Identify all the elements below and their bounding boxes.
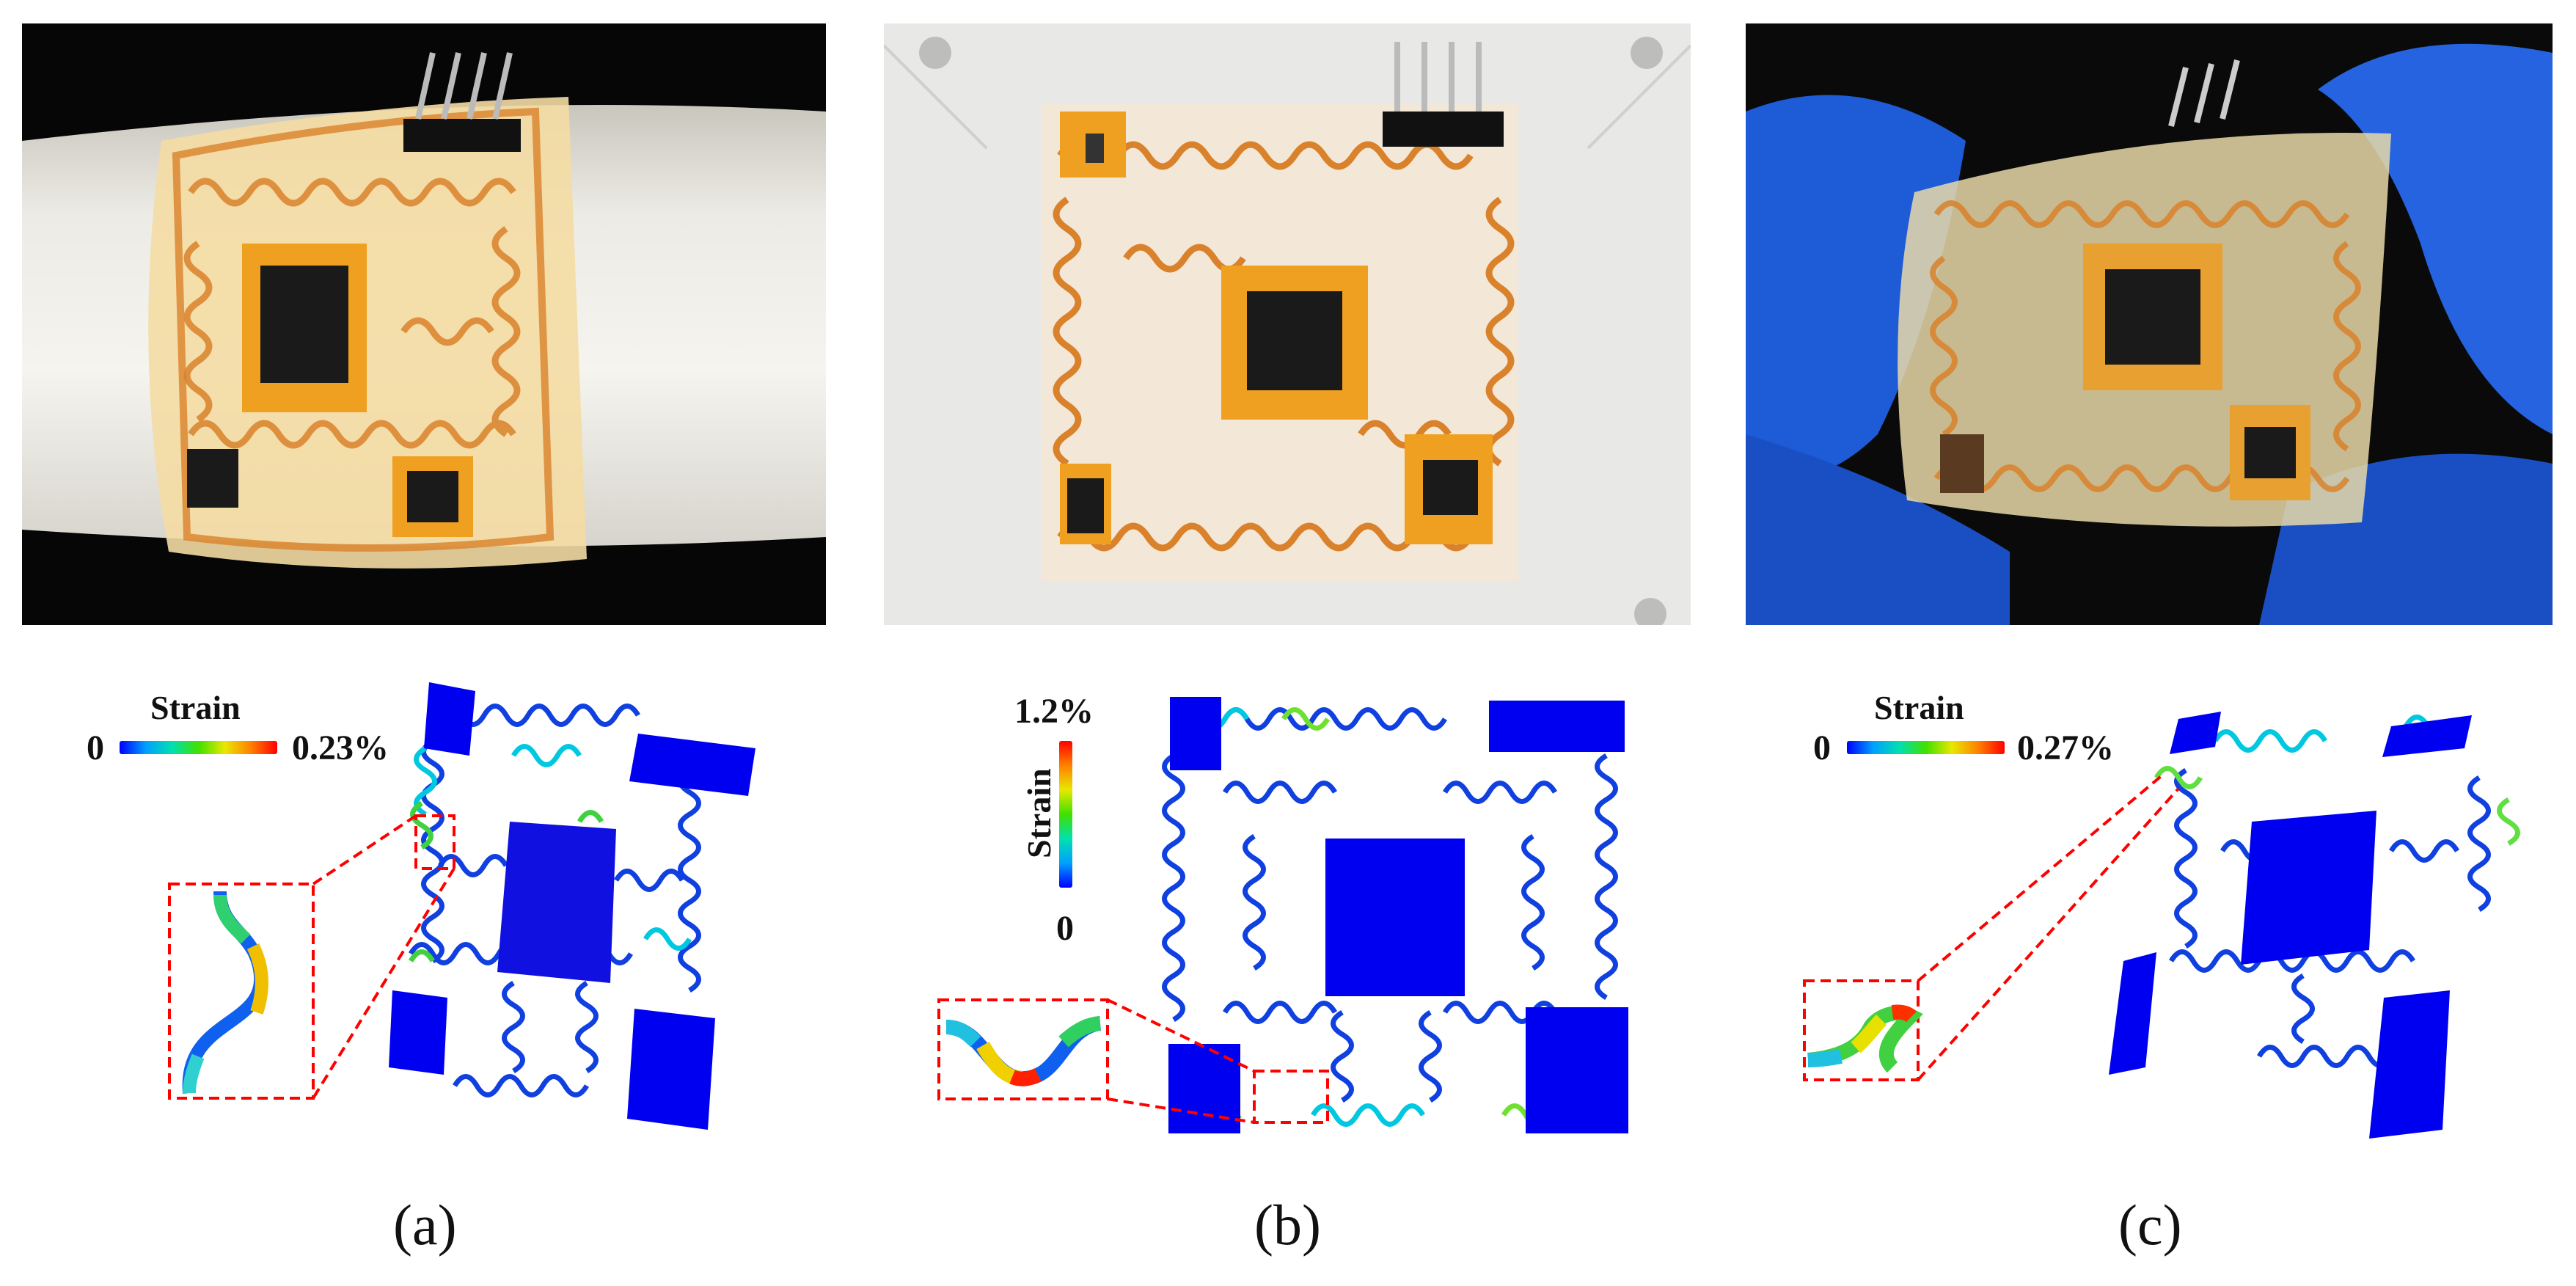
sim-a-inset-box [168, 883, 315, 1100]
sim-b-pad-top-right [1489, 701, 1625, 752]
sim-b-pad-bottom-right [1526, 1007, 1628, 1133]
colorbar-a-max: 0.23% [292, 728, 389, 767]
colorbar-a [120, 741, 277, 754]
sim-a-pad-top-right [629, 734, 755, 796]
sim-a-pad-bottom-left [389, 990, 447, 1075]
panel-label-b: (b) [1254, 1193, 1321, 1257]
colorbar-b-max: 1.2% [1014, 692, 1094, 731]
sim-c-pad-bottom-left [2109, 952, 2156, 1075]
sim-b-pad-top-left [1170, 697, 1221, 770]
sim-a-pad-top-left [424, 682, 475, 756]
photo-b-circuit-flat [884, 23, 1691, 625]
sim-a-pad-bottom-right [627, 1009, 715, 1130]
photo-c-graphic [1746, 43, 2553, 625]
sim-b-pad-center [1325, 839, 1465, 996]
simulation-b-graphic [937, 697, 1628, 1133]
sim-c-inset-box [1803, 979, 1920, 1081]
sim-b-inset-box [937, 998, 1109, 1100]
sim-c-pad-bottom-right [2369, 990, 2450, 1139]
sim-a-focus-box [414, 814, 455, 870]
sim-a-pad-center [497, 822, 616, 983]
panel-label-c: (c) [2118, 1193, 2182, 1257]
photo-b-graphic [884, 37, 1691, 625]
photo-a-circuit-on-cylinder [22, 23, 826, 625]
simulation-b: 1.2% Strain 0 [873, 646, 1731, 1188]
colorbar-c-min: 0 [1813, 728, 1831, 767]
sim-b-pad-bottom-left [1168, 1044, 1240, 1133]
colorbar-c [1847, 741, 2005, 754]
colorbar-b-min: 0 [1056, 909, 1074, 948]
simulation-c-graphic [1803, 712, 2520, 1139]
photo-a-graphic [22, 52, 826, 569]
sim-c-pad-top-right [2382, 715, 2472, 757]
colorbar-a-title: Strain [150, 689, 241, 726]
sim-c-pad-center [2241, 811, 2376, 965]
photo-c-circuit-twisted [1746, 23, 2553, 625]
simulation-a: Strain 0 0.23% [0, 646, 858, 1188]
colorbar-b [1059, 741, 1072, 888]
sim-b-focus-box [1253, 1070, 1329, 1124]
panel-label-a: (a) [393, 1193, 457, 1257]
colorbar-c-max: 0.27% [2017, 728, 2114, 767]
simulation-a-graphic [168, 682, 755, 1130]
colorbar-c-title: Strain [1874, 689, 1964, 726]
colorbar-a-min: 0 [87, 728, 104, 767]
simulation-c: Strain 0 0.27% [1746, 646, 2575, 1188]
sim-c-pad-top-left [2170, 712, 2221, 754]
